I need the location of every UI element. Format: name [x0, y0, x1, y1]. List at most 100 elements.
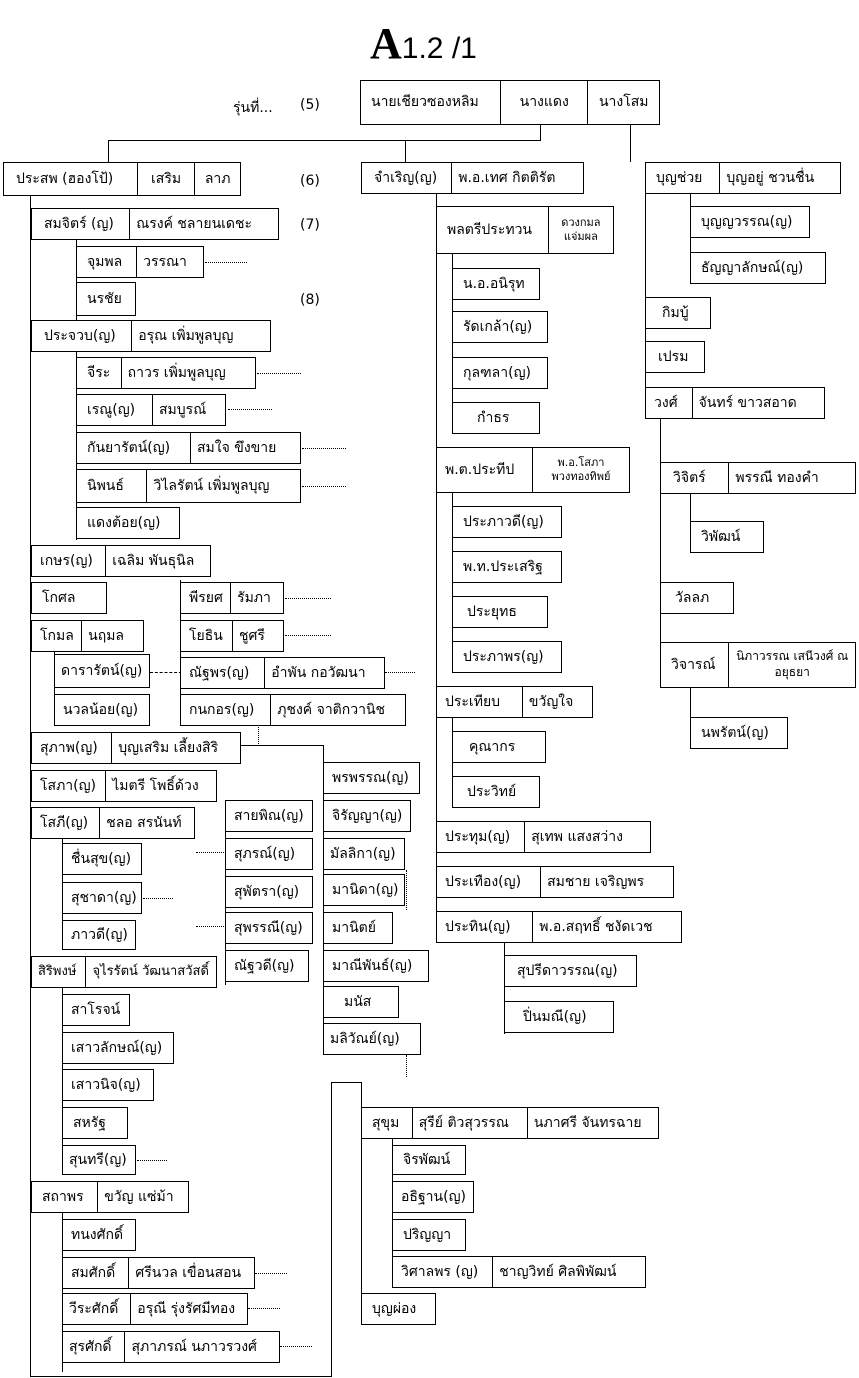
family-box-phiriya: พีรยศ รัมภา — [180, 582, 284, 614]
family-box-yothin: โยธิน ชูศรี — [180, 620, 284, 652]
person-box: สายพิณ(ญ) — [225, 800, 313, 832]
dotted-line — [285, 635, 331, 636]
person-name: พีรยศ — [189, 589, 223, 606]
connector — [361, 1082, 362, 1322]
family-box-somchit: สมจิตร์ (ญ) ณรงค์ ชลายนเดชะ — [31, 208, 279, 240]
person-box: มานิดา(ญ) — [323, 874, 405, 906]
person-box: สุพรรณี(ญ) — [225, 912, 313, 944]
family-box-sopha: โสภา(ญ) ไมตรี โพธิ์ด้วง — [31, 770, 217, 802]
connector — [405, 140, 406, 162]
spouse-name: จันทร์ ขาวสอาด — [691, 388, 824, 418]
family-box-kanyarat: กันยารัตน์(ญ) สมใจ ขึงขาย — [76, 432, 301, 464]
family-box-sathaphon: สถาพร ขวัญ แซ่ม้า — [31, 1181, 189, 1213]
person-name: ประสพ (ฮองโป้) — [16, 170, 114, 187]
person-box: ปิ่นมณี(ญ) — [504, 1001, 614, 1033]
person-box: ประภาวดี(ญ) — [452, 506, 562, 538]
dotted-line — [406, 870, 407, 910]
family-box-siriphong: สิริพงษ์ จุไรรัตน์ วัฒนาสวัสดิ์ — [31, 956, 217, 988]
person-box: คุณากร — [452, 731, 546, 763]
person-name: ประทุม(ญ) — [445, 828, 511, 845]
person-box: สาโรจน์ — [62, 994, 130, 1026]
spouse-name: ชูศรี — [232, 621, 283, 651]
dotted-line — [385, 672, 415, 673]
root-wife-2: นางโสม — [587, 81, 659, 124]
person-name: สถาพร — [42, 1188, 84, 1205]
person-box: วิพัฒน์ — [690, 521, 764, 553]
connector — [690, 194, 691, 284]
person-box: วัลลภ — [660, 582, 734, 614]
person-box: เสาวนิจ(ญ) — [62, 1069, 154, 1101]
person-name: โกมล — [40, 627, 74, 644]
person-name: ประจวบ(ญ) — [44, 327, 116, 344]
spouse-name: ชลอ สรนันท์ — [99, 808, 194, 838]
connector — [452, 718, 453, 808]
person-name: บุญช่วย — [656, 169, 703, 186]
person-name: จีระ — [87, 364, 111, 381]
connector — [108, 140, 541, 141]
dotted-line — [137, 1160, 167, 1161]
family-box-prathin: ประทิน(ญ) พ.อ.สฤทธิ์ ชงัดเวช — [436, 911, 682, 943]
person-box: กุลฑลา(ญ) — [452, 357, 548, 389]
family-box-weerasak: วีระศักดิ์ อรุณี รุ่งรัศมีทอง — [62, 1293, 248, 1325]
person-box: จิรพัฒน์ — [392, 1145, 466, 1175]
connector — [30, 196, 31, 1376]
person-name: สมจิตร์ (ญ) — [44, 215, 114, 232]
dashed-line — [150, 672, 182, 673]
spouse-name: เสริม — [136, 163, 195, 195]
root-wife-1: นางแดง — [500, 81, 587, 124]
family-box-wichit: วิจิตร์ พรรณี ทองคำ — [660, 462, 856, 494]
page-title: A1.2 /1 — [370, 19, 477, 68]
spouse-name: พ.อ.สฤทธิ์ ชงัดเวช — [532, 912, 681, 942]
spouse-name: อรุณี รุ่งรัศมีทอง — [130, 1294, 247, 1324]
person-box: โกศล — [31, 582, 107, 614]
person-name: พ.ต.ประทีป — [445, 461, 515, 478]
person-name: สิริพงษ์ — [38, 963, 77, 979]
family-box-wong: วงศ์ จันทร์ ขาวสอาด — [645, 387, 825, 419]
person-box: บุญผ่อง — [361, 1293, 436, 1325]
family-box-prachuap: ประจวบ(ญ) อรุณ เพิ่มพูลบุญ — [31, 320, 271, 352]
person-box: ประยุทธ — [452, 596, 548, 628]
person-name: ประเทือง(ญ) — [445, 873, 522, 890]
spouse-name: ไมตรี โพธิ์ด้วง — [105, 771, 216, 801]
connector — [452, 254, 453, 434]
family-box-surasak: สุรศักดิ์ สุภาภรณ์ นภาวรวงศ์ — [62, 1331, 280, 1363]
dotted-line — [257, 373, 301, 374]
person-box: ดารารัตน์(ญ) — [54, 654, 150, 688]
spouse-name: ชาญวิทย์ ศิลพิพัฒน์ — [492, 1257, 645, 1287]
person-box: มนัส — [323, 986, 399, 1018]
spouse-name: สุภาภรณ์ นภาวรวงศ์ — [124, 1332, 279, 1362]
person-name: กันยารัตน์(ญ) — [87, 439, 171, 456]
connector — [331, 1082, 332, 1377]
person-box: ประภาพร(ญ) — [452, 641, 562, 673]
dotted-line — [258, 722, 259, 744]
family-box-sukhum: สุขุม สุรีย์ ติวสุวรรณ นภาศรี จันทรฉาย — [361, 1107, 659, 1139]
person-name: กนกอร(ญ) — [189, 701, 255, 718]
person-box: อธิฐาน(ญ) — [392, 1181, 474, 1213]
person-name: วีระศักดิ์ — [69, 1300, 119, 1317]
family-box-jamroen: จำเริญ(ญ) พ.อ.เทศ กิตติรัต — [361, 162, 584, 194]
person-name: สุรศักดิ์ — [69, 1338, 112, 1355]
spouse-name: วิไลรัตน์ เพิ่มพูลบุญ — [146, 470, 300, 502]
family-box-sophi: โสภี(ญ) ชลอ สรนันท์ — [31, 807, 195, 839]
spouse-name: ภุชงค์ จาติกวานิช — [270, 695, 405, 725]
connector — [62, 1212, 63, 1372]
person-box: นรชัย — [76, 282, 136, 316]
connector — [392, 1138, 393, 1288]
spouse-name: เฉลิม พันธุนิล — [105, 546, 210, 576]
person-box: น.อ.อนิรุท — [452, 268, 540, 300]
dotted-line — [196, 926, 226, 927]
family-box-prathueang: ประเทือง(ญ) สมชาย เจริญพร — [436, 866, 674, 898]
generation-6: (6) — [300, 173, 320, 189]
spouse-name: รัมภา — [230, 583, 283, 613]
spouse-name: บุญอยู่ ชวนชื่น — [719, 163, 840, 193]
person-name: โสภา(ญ) — [40, 777, 97, 794]
spouse-name: จุไรรัตน์ วัฒนาสวัสดิ์ — [85, 957, 216, 987]
person-box: นพรัตน์(ญ) — [690, 717, 788, 749]
dotted-line — [143, 898, 173, 899]
root-couple-box: นายเชียวซองหลิม นางแดง นางโสม — [360, 80, 660, 125]
connector — [630, 125, 631, 145]
spouse-name: สมใจ ขึงขาย — [190, 433, 300, 463]
person-box: จิรัญญา(ญ) — [323, 800, 411, 832]
root-husband: นายเชียวซองหลิม — [371, 94, 479, 111]
